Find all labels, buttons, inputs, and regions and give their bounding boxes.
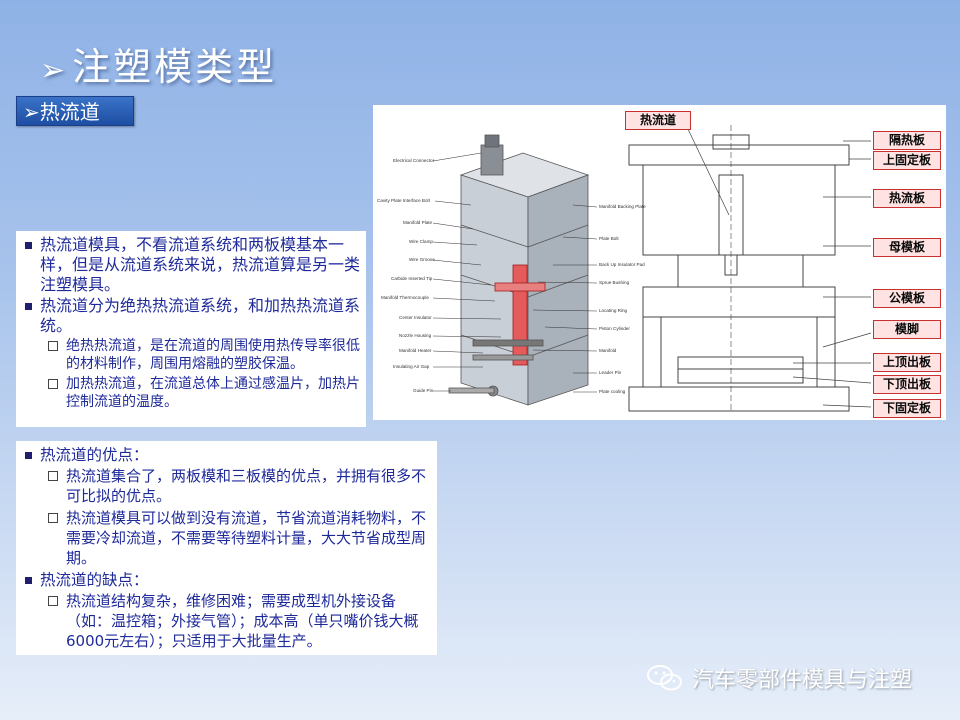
diagram-label: Plate Bolt: [599, 236, 619, 241]
diagram-label: Guide Pin: [413, 388, 434, 393]
diagram-label: Nozzle Housing: [399, 333, 432, 338]
plate-label: 隔热板: [873, 131, 941, 150]
diagram-label: Back Up Insulator Pad: [599, 262, 645, 267]
diagram-label: Center Insulator: [399, 315, 432, 320]
diagram-label: Manifold Plate: [403, 220, 433, 225]
watermark: 汽车零部件模具与注塑: [646, 663, 912, 693]
plate-label: 下顶出板: [873, 375, 941, 394]
diagram-label: Wire Clamp: [409, 239, 433, 244]
plate-label: 热流板: [873, 189, 941, 208]
diagram-label: Manifold Backing Plate: [599, 204, 646, 209]
diagram-label: Manifold Thermocouple: [381, 295, 429, 300]
bullet-item: 热流道模具，不看流道系统和两板模基本一样，但是从流道系统来说，热流道算是另一类注…: [22, 235, 360, 295]
advantages-heading: 热流道的优点：: [22, 445, 431, 465]
diagram-label: Carbide Inserted Tip: [391, 276, 433, 281]
plate-label: 模脚: [873, 320, 941, 339]
section-badge: ➢热流道: [16, 96, 134, 126]
plate-label: 公模板: [873, 289, 941, 308]
diagram-label: Wire Groove: [409, 257, 435, 262]
diagram-label: Electrical Connector: [393, 158, 435, 163]
bullet-item: 热流道分为绝热热流道系统，和加热热流道系统。: [22, 296, 360, 336]
hot-runner-label: 热流道: [625, 111, 691, 130]
plate-label: 母模板: [873, 238, 941, 257]
advantage-item: 热流道集合了，两板模和三板模的优点，并拥有很多不可比拟的优点。: [22, 466, 431, 506]
title-text: 注塑模类型: [72, 45, 278, 89]
plate-label: 下固定板: [873, 399, 941, 418]
plate-label: 上顶出板: [873, 353, 941, 372]
diagram-label: Insulating Air Gap: [393, 364, 430, 369]
title-arrow-icon: ➢: [40, 53, 69, 88]
cutaway-illustration: [448, 134, 590, 406]
diagram-label: Manifold Heater: [399, 348, 432, 353]
wechat-icon: [647, 665, 682, 691]
hot-runner-diagram: [432, 125, 872, 412]
watermark-text: 汽车零部件模具与注塑: [692, 668, 913, 693]
diagram-label: Manifold: [599, 348, 617, 353]
sub-item: 绝热热流道，是在流道的周围使用热传导率很低的材料制作，周围用熔融的塑胶保温。: [22, 337, 360, 373]
page-title: ➢注塑模类型: [40, 36, 277, 91]
advantage-item: 热流道模具可以做到没有流道，节省流道消耗物料，不需要冷却流道，不需要等待塑料计量…: [22, 508, 431, 568]
diagram-label: Leader Pin: [599, 370, 622, 375]
plate-label: 上固定板: [873, 151, 941, 170]
diagram-label: Sprue Bushing: [599, 280, 630, 285]
diagram-label: Locating Ring: [599, 308, 628, 313]
diagram-label: Piston Cylinder: [599, 326, 630, 331]
sub-item: 加热热流道，在流道总体上通过感温片，加热片控制流道的温度。: [22, 375, 360, 411]
diagram-label: Plate cooling: [599, 389, 626, 394]
diagram-label: Cavity Plate Interface Bolt: [377, 198, 430, 203]
disadvantages-heading: 热流道的缺点：: [22, 570, 431, 590]
intro-text-box: 热流道模具，不看流道系统和两板模基本一样，但是从流道系统来说，热流道算是另一类注…: [16, 231, 366, 427]
hot-runner-figure: Electrical Connector Cavity Plate Interf…: [373, 105, 946, 420]
pros-cons-box: 热流道的优点： 热流道集合了，两板模和三板模的优点，并拥有很多不可比拟的优点。 …: [16, 441, 437, 655]
disadvantage-item: 热流道结构复杂，维修困难；需要成型机外接设备（如：温控箱；外接气管）；成本高（单…: [22, 591, 431, 651]
mold-cross-section: [628, 125, 850, 412]
